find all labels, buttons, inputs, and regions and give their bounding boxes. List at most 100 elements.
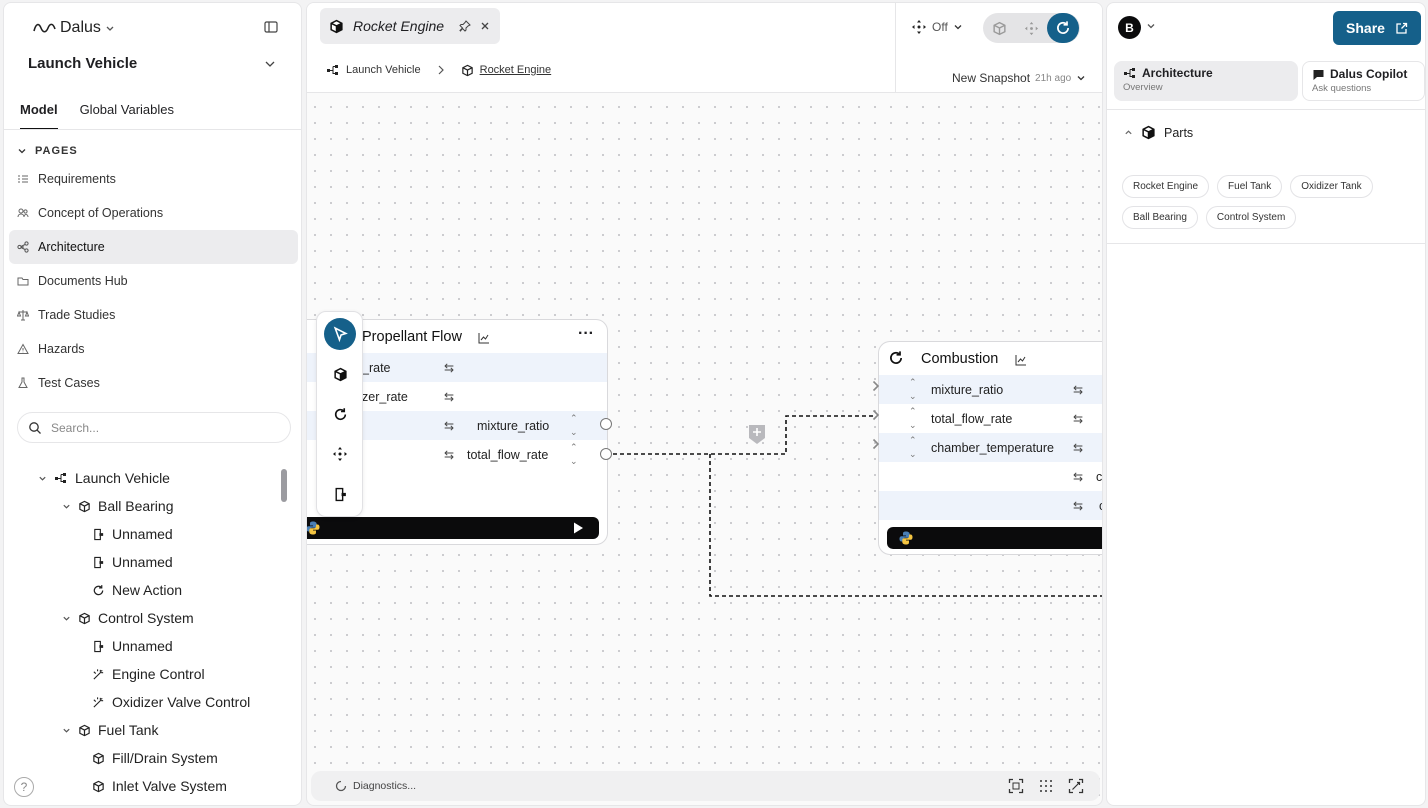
sidebar-item-requirements[interactable]: Requirements — [9, 162, 298, 196]
document-tab[interactable]: Rocket Engine — [320, 8, 500, 44]
input-port-arrow-icon[interactable] — [872, 380, 880, 392]
stepper-icon[interactable]: ⌃⌄ — [909, 406, 917, 430]
tree-item-unnamed[interactable]: Unnamed — [4, 520, 301, 548]
select-tool-button[interactable] — [324, 318, 356, 350]
swap-icon[interactable]: ⇆ — [444, 360, 455, 375]
node-row[interactable]: ⇆total_flow_rate⌃⌄ — [307, 440, 607, 469]
cube-icon — [461, 64, 474, 77]
chart-icon[interactable] — [1015, 354, 1027, 366]
tree-scrollbar[interactable] — [281, 469, 287, 502]
chevron-down-icon[interactable] — [263, 57, 277, 71]
more-menu-icon[interactable]: ··· — [578, 325, 594, 342]
tree-item-unnamed[interactable]: Unnamed — [4, 632, 301, 660]
row-label: chamber_temperature — [931, 440, 1054, 455]
add-interface-button[interactable] — [324, 438, 356, 470]
loading-spinner-icon — [335, 780, 347, 792]
swap-icon[interactable]: ⇆ — [1073, 382, 1084, 397]
node-row[interactable]: ⇆c — [879, 491, 1102, 520]
node-row[interactable]: ⇆cl — [879, 462, 1102, 491]
sidebar-item-trade-studies[interactable]: Trade Studies — [9, 298, 298, 332]
pin-icon[interactable] — [459, 20, 471, 32]
tree-item-inlet-valve-system[interactable]: Inlet Valve System — [4, 772, 301, 800]
tree-item-fill-drain-system[interactable]: Fill/Drain System — [4, 744, 301, 772]
snapshot-selector[interactable]: New Snapshot 21h ago — [952, 71, 1086, 85]
auto-layout-icon[interactable] — [1068, 778, 1084, 794]
swap-icon[interactable]: ⇆ — [444, 389, 455, 404]
part-chip[interactable]: Oxidizer Tank — [1290, 175, 1373, 198]
swap-icon[interactable]: ⇆ — [1073, 469, 1084, 484]
add-node-marker[interactable] — [749, 424, 765, 446]
node-title: Combustion — [921, 351, 999, 367]
tab-model[interactable]: Model — [20, 99, 58, 130]
tree-item-new-action[interactable]: New Action — [4, 576, 301, 604]
tree-item-ball-bearing[interactable]: Ball Bearing — [4, 492, 301, 520]
node-row[interactable]: ⌃⌄ chamber_temperature ⇆ — [879, 433, 1102, 462]
tree-item-control-system[interactable]: Control System — [4, 604, 301, 632]
avatar[interactable]: B — [1118, 16, 1141, 39]
swap-icon[interactable]: ⇆ — [444, 447, 455, 462]
chart-icon[interactable] — [478, 332, 490, 344]
part-chip[interactable]: Ball Bearing — [1122, 206, 1198, 229]
cube-icon — [92, 752, 105, 765]
stepper-icon[interactable]: ⌃⌄ — [570, 442, 578, 466]
swap-icon[interactable]: ⇆ — [1073, 498, 1084, 513]
node-row[interactable]: ⌃⌄total_flow_rate⇆ — [879, 404, 1102, 433]
close-icon[interactable] — [480, 21, 490, 31]
swap-icon[interactable]: ⇆ — [1073, 440, 1084, 455]
sidebar-item-documents-hub[interactable]: Documents Hub — [9, 264, 298, 298]
sidebar-toggle-icon[interactable] — [263, 19, 279, 35]
add-port-button[interactable] — [324, 478, 356, 510]
sidebar-item-test-cases[interactable]: Test Cases — [9, 366, 298, 400]
help-button[interactable]: ? — [14, 777, 34, 797]
share-button[interactable]: Share — [1333, 11, 1421, 45]
breadcrumb-item[interactable]: Launch Vehicle — [346, 64, 421, 76]
part-chip[interactable]: Control System — [1205, 206, 1297, 229]
diagnostics-label[interactable]: Diagnostics... — [353, 780, 417, 792]
project-title[interactable]: Launch Vehicle — [28, 55, 138, 72]
brand-menu[interactable]: Dalus — [32, 19, 115, 37]
stepper-icon[interactable]: ⌃⌄ — [909, 377, 917, 401]
search-box[interactable] — [17, 412, 291, 443]
breadcrumb-item-current[interactable]: Rocket Engine — [479, 64, 552, 76]
node-row[interactable]: ⌃⌄mixture_ratio⇆ — [879, 375, 1102, 404]
tab-architecture[interactable]: Architecture Overview — [1114, 61, 1298, 101]
physics-toggle[interactable]: Off — [911, 19, 963, 35]
code-run-bar[interactable] — [887, 527, 1102, 549]
tree-item-fuel-tank[interactable]: Fuel Tank — [4, 716, 301, 744]
tab-dalus-copilot[interactable]: Dalus Copilot Ask questions — [1302, 61, 1425, 101]
input-port-arrow-icon[interactable] — [872, 409, 880, 421]
tab-global-variables[interactable]: Global Variables — [79, 102, 174, 117]
sidebar-item-concept-of-operations[interactable]: Concept of Operations — [9, 196, 298, 230]
output-port[interactable] — [600, 418, 612, 430]
output-port[interactable] — [600, 448, 612, 460]
swap-icon[interactable]: ⇆ — [1073, 411, 1084, 426]
part-chip[interactable]: Fuel Tank — [1217, 175, 1283, 198]
code-run-bar[interactable] — [307, 517, 599, 539]
combustion-node[interactable]: Combustion ⌃⌄mixture_ratio⇆ ⌃⌄total_flow… — [878, 341, 1102, 555]
parts-section-header[interactable]: Parts — [1124, 125, 1193, 140]
play-icon[interactable] — [571, 521, 585, 535]
add-action-button[interactable] — [324, 398, 356, 430]
grid-icon[interactable] — [1038, 778, 1054, 794]
part-chip[interactable]: Rocket Engine — [1122, 175, 1210, 198]
pages-section-header[interactable]: PAGES — [17, 145, 78, 157]
swap-icon[interactable]: ⇆ — [444, 418, 455, 433]
add-part-button[interactable] — [324, 358, 356, 390]
tree-item-oxidizer-valve-control[interactable]: Oxidizer Valve Control — [4, 688, 301, 716]
tree-item-engine-control[interactable]: Engine Control — [4, 660, 301, 688]
chevron-down-icon[interactable] — [1146, 21, 1156, 31]
search-input[interactable] — [51, 420, 271, 435]
fit-view-icon[interactable] — [1008, 778, 1024, 794]
sidebar-item-architecture[interactable]: Architecture — [9, 230, 298, 264]
move-icon[interactable] — [1015, 13, 1047, 43]
stepper-icon[interactable]: ⌃⌄ — [570, 413, 578, 437]
sidebar-item-hazards[interactable]: Hazards — [9, 332, 298, 366]
refresh-icon[interactable] — [1047, 13, 1079, 43]
tree-item-unnamed[interactable]: Unnamed — [4, 548, 301, 576]
cube-icon[interactable] — [983, 13, 1015, 43]
tree-item-launch-vehicle[interactable]: Launch Vehicle — [4, 464, 301, 492]
tree-item-label: Oxidizer Valve Control — [112, 694, 251, 710]
stepper-icon[interactable]: ⌃⌄ — [909, 435, 917, 459]
node-row[interactable]: zer_rate⇆ — [307, 382, 607, 411]
input-port-arrow-icon[interactable] — [872, 438, 880, 450]
